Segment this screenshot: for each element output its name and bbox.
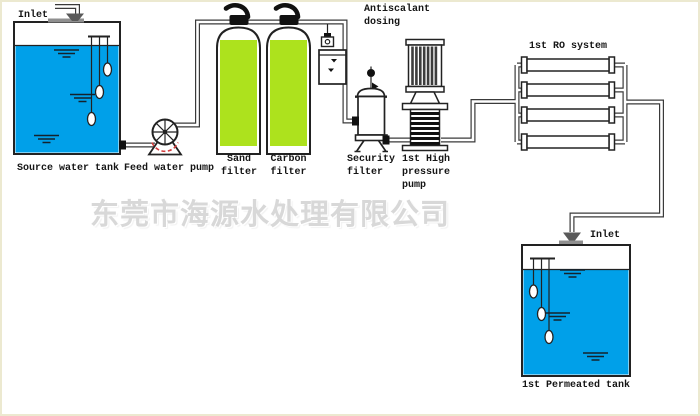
permeate-inlet-label: Inlet	[590, 230, 621, 241]
carbon-filter-vessel	[266, 3, 311, 155]
feed-water-pump	[147, 118, 183, 156]
dosing-pump-icon	[320, 36, 335, 48]
water-surface-icon	[545, 269, 608, 361]
inlet-mount-bar	[559, 240, 583, 245]
source-tank-water	[15, 45, 119, 153]
carbon-media	[270, 40, 307, 146]
float-switch-icon	[86, 35, 113, 127]
filter-valve-icon	[229, 15, 249, 25]
ro-system	[520, 56, 616, 151]
filter-valve-icon	[279, 15, 299, 25]
pump-impeller-icon	[152, 119, 178, 145]
sand-filter-vessel	[216, 3, 261, 155]
feed-pump-label: Feed water pump	[123, 163, 214, 174]
high-pressure-pump	[401, 38, 449, 152]
ro-membrane-vessel	[520, 106, 616, 124]
pipe-network	[55, 4, 664, 232]
dosing-pump-cap	[324, 33, 331, 37]
pump-rotation-arc	[151, 142, 179, 153]
outlet-connector	[382, 135, 390, 145]
ro-membrane-vessel	[520, 81, 616, 99]
inlet-mount-bar	[48, 18, 84, 23]
source-inlet-label: Inlet	[18, 10, 49, 21]
security-filter-vessel	[352, 66, 390, 153]
inlet-funnel-icon	[563, 232, 581, 241]
inlet-connector	[352, 116, 359, 126]
permeate-tank-label: 1st Permeated tank	[521, 380, 631, 391]
ro-system-label: 1st RO system	[529, 41, 608, 52]
permeate-tank-water	[523, 269, 629, 375]
motor-fins-icon	[411, 46, 438, 85]
pump-stage-stack-icon	[410, 112, 440, 145]
source-water-tank	[13, 13, 126, 155]
water-surface-icon	[34, 49, 95, 144]
antiscalant-dosing-unit	[318, 24, 347, 85]
permeate-tank	[521, 232, 631, 377]
sand-media	[220, 40, 257, 146]
company-watermark: 东莞市海源水处理有限公司	[90, 197, 451, 231]
dosing-tank	[318, 49, 347, 85]
filter-valve-spout-icon	[223, 3, 251, 20]
vessel-legs	[355, 140, 387, 152]
ro-membrane-vessel	[520, 56, 616, 74]
level-mark-icon	[331, 59, 337, 63]
inlet-funnel-icon	[66, 13, 84, 21]
source-tank-label: Source water tank	[16, 163, 120, 174]
ro-membrane-vessel	[520, 133, 616, 151]
tank-outlet-connector	[119, 140, 126, 150]
vent-ball-icon	[367, 69, 375, 77]
filter-valve-spout-icon	[273, 3, 301, 20]
pump-coupling	[409, 91, 441, 105]
level-mark-icon	[328, 68, 334, 72]
float-switch-icon	[528, 257, 555, 345]
